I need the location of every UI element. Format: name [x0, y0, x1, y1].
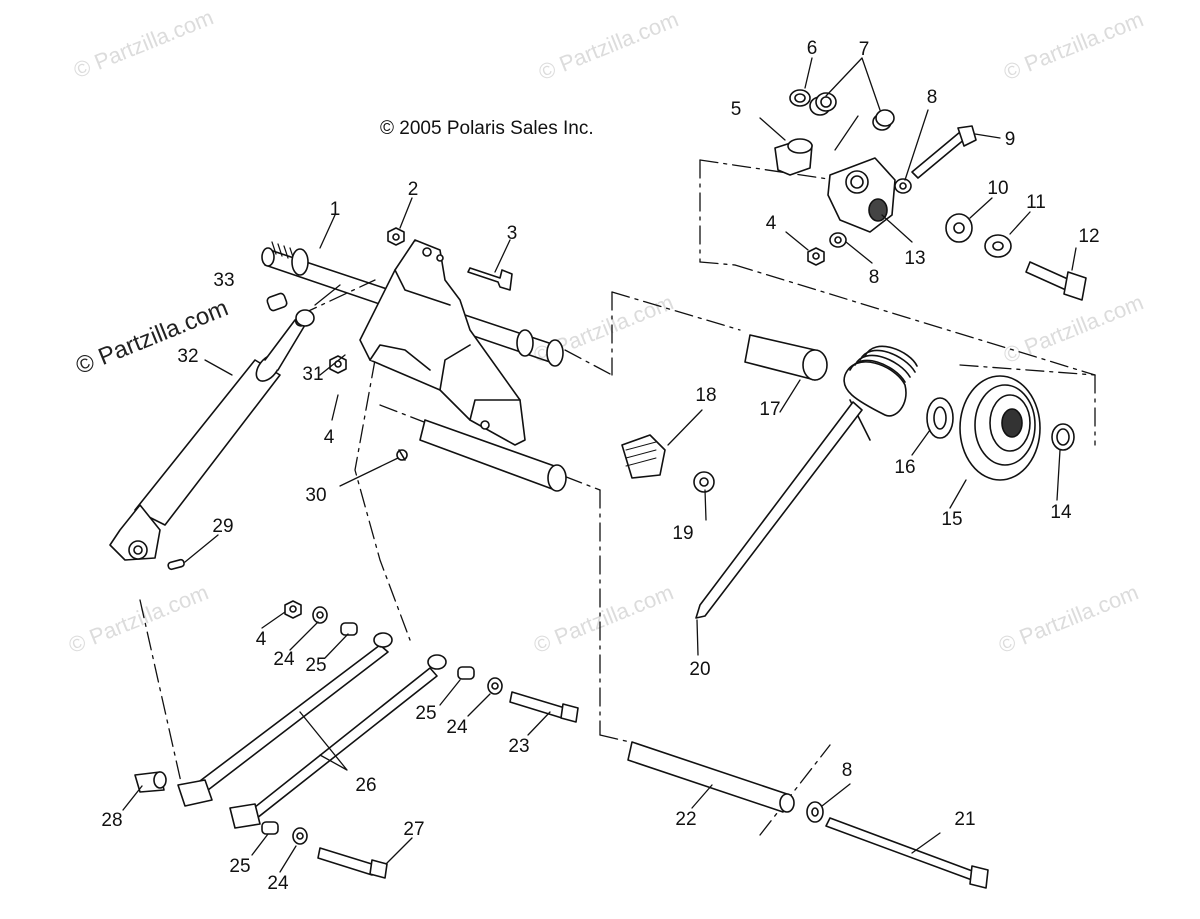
part-label-17: 17 — [759, 399, 781, 420]
part-25-bushing — [261, 821, 279, 835]
part-label-12: 12 — [1078, 226, 1100, 247]
part-label-15: 15 — [941, 509, 963, 530]
part-label-25: 25 — [415, 703, 437, 724]
part-label-5: 5 — [730, 99, 742, 120]
part-23-bolt — [509, 691, 579, 723]
part-33-bushing — [266, 292, 315, 327]
bracket-tube — [419, 419, 567, 492]
part-26-rod — [229, 654, 447, 829]
part-label-11: 11 — [1026, 192, 1046, 213]
part-4-nut — [807, 247, 825, 266]
part-label-8: 8 — [841, 760, 853, 781]
part-label-29: 29 — [212, 516, 234, 537]
part-label-10: 10 — [987, 178, 1009, 199]
part-24-washer — [292, 827, 308, 845]
part-label-24: 24 — [273, 649, 295, 670]
part-17-tube — [744, 334, 828, 381]
part-27-bolt — [317, 847, 388, 879]
part-19-washer — [693, 471, 715, 493]
copyright-text: © 2005 Polaris Sales Inc. — [380, 118, 594, 139]
part-label-8: 8 — [926, 87, 938, 108]
part-26-rod — [177, 632, 393, 807]
part-label-14: 14 — [1050, 502, 1072, 523]
part-label-21: 21 — [954, 809, 976, 830]
leader-lines — [122, 57, 1077, 873]
part-label-16: 16 — [894, 457, 916, 478]
part-12-bolt — [1025, 261, 1087, 301]
part-8-washer — [894, 178, 912, 194]
part-8-washer — [829, 232, 847, 248]
part-5-bushing — [774, 138, 813, 176]
part-label-27: 27 — [403, 819, 425, 840]
part-label-3: 3 — [506, 223, 518, 244]
part-label-30: 30 — [305, 485, 327, 506]
part-18-block — [621, 434, 666, 479]
part-label-1: 1 — [329, 199, 341, 220]
part-29-pin — [167, 558, 185, 571]
part-11-washer — [984, 234, 1012, 258]
part-label-8: 8 — [868, 267, 880, 288]
part-label-33: 33 — [213, 270, 235, 291]
part-label-32: 32 — [177, 346, 199, 367]
part-24-washer — [487, 677, 503, 695]
part-30-fitting — [396, 449, 408, 461]
part-label-7: 7 — [858, 39, 870, 60]
part-label-6: 6 — [806, 38, 818, 59]
part-22-tube — [627, 741, 795, 813]
part-6-washer — [789, 89, 811, 107]
part-label-9: 9 — [1004, 129, 1016, 150]
part-label-19: 19 — [672, 523, 694, 544]
part-label-4: 4 — [323, 427, 335, 448]
part-label-31: 31 — [302, 364, 324, 385]
part-4-nut — [284, 600, 302, 619]
part-label-26: 26 — [355, 775, 377, 796]
part-16-spring — [843, 345, 918, 441]
part-label-2: 2 — [407, 179, 419, 200]
part-label-18: 18 — [695, 385, 717, 406]
part-24-washer — [312, 606, 328, 624]
part-label-13: 13 — [904, 248, 926, 269]
part-9-bolt — [911, 125, 977, 179]
part-20-arm — [695, 401, 863, 619]
part-label-22: 22 — [675, 809, 697, 830]
part-label-24: 24 — [267, 873, 289, 894]
part-label-24: 24 — [446, 717, 468, 738]
part-label-25: 25 — [229, 856, 251, 877]
part-label-4: 4 — [255, 629, 267, 650]
part-7-bushing — [872, 109, 895, 131]
part-25-bushing — [340, 622, 358, 636]
part-label-20: 20 — [689, 659, 711, 680]
part-label-25: 25 — [305, 655, 327, 676]
alignment-lines — [139, 159, 1096, 836]
part-8-washer — [806, 801, 824, 823]
part-label-23: 23 — [508, 736, 530, 757]
part-7-bushing — [809, 92, 837, 116]
part-21-bolt — [825, 817, 989, 889]
part-16-washer — [926, 397, 954, 439]
part-label-28: 28 — [101, 810, 123, 831]
part-31-bracket — [359, 239, 526, 446]
part-25-bushing — [457, 666, 475, 680]
part-2-nut — [387, 227, 405, 246]
part-13-link — [827, 157, 896, 233]
part-14-bushing — [1051, 423, 1075, 451]
part-28-bushing — [134, 771, 167, 793]
part-10-washer — [945, 213, 973, 243]
part-3-bolt — [467, 267, 513, 291]
part-4-nut — [329, 355, 347, 374]
part-label-4: 4 — [765, 213, 777, 234]
part-15-wheel — [959, 375, 1041, 481]
